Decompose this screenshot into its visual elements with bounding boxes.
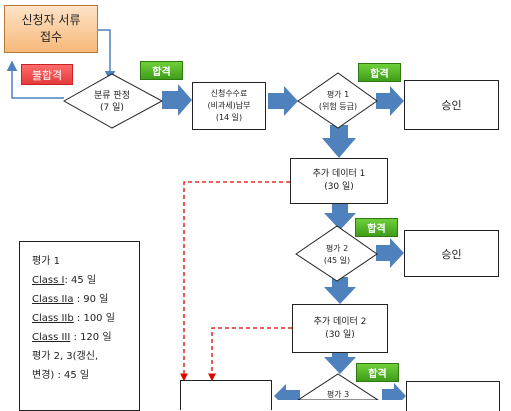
eval3-diamond (297, 373, 379, 400)
legend-class-label: Class IIb (32, 313, 74, 324)
eval1-line1: 평가 1 (326, 90, 350, 99)
fee-line1: 신청수수료 (210, 89, 248, 98)
legend-class-label: Class III (32, 332, 71, 343)
applicant-line2: 접수 (39, 30, 63, 44)
block-arrow-eval2-to-extra2 (324, 277, 356, 304)
applicant-submission-box: 신청자 서류 접수 (4, 5, 98, 53)
reject-badge: 불합격 (21, 64, 73, 85)
extra2-line1: 추가 데이터 2 (313, 316, 367, 327)
eval1-diamond (297, 72, 378, 129)
evaluation-period-legend: 평가 1 Class I: 45 일 Class IIa : 90 일 Clas… (19, 241, 140, 411)
block-arrow-fee-to-eval1 (268, 86, 298, 116)
legend-row-class-i: Class I: 45 일 (32, 271, 127, 290)
eval1-text: 평가 1 (위험 등급) (305, 89, 371, 113)
bottom-left-box-edge (180, 380, 272, 410)
extra1-line2: (30 일) (324, 182, 354, 192)
legend-row-class-iib: Class IIb : 100 일 (32, 309, 127, 328)
legend-class-days: : 100 일 (73, 313, 115, 324)
extra-data-2-box: 추가 데이터 2 (30 일) (292, 304, 388, 353)
eval3-line1: 평가 3 (326, 390, 350, 399)
applicant-to-classification-line (98, 29, 116, 82)
eval1-line2: (위험 등급) (318, 102, 358, 111)
pass-label: 합격 (367, 224, 386, 235)
classification-diamond (62, 73, 164, 129)
legend-class-label: Class IIa (32, 294, 74, 305)
pass-label: 합격 (152, 67, 171, 78)
legend-class-days: : 90 일 (73, 294, 109, 305)
eval3-text: 평가 3 (310, 389, 366, 401)
block-arrow-eval1-to-extra1 (322, 125, 356, 158)
legend-title: 평가 1 (32, 256, 60, 267)
extra2-red-dashed-line (208, 327, 292, 382)
eval2-line2: (45 일) (323, 256, 351, 265)
eval2-diamond (295, 225, 378, 282)
legend-row-class-iia: Class IIa : 90 일 (32, 290, 127, 309)
approve-label: 승인 (441, 99, 462, 112)
eval2-line1: 평가 2 (325, 244, 349, 253)
legend-class-days: : 120 일 (70, 332, 112, 343)
legend-line6: 평가 2, 3(갱신, (32, 351, 99, 362)
legend-class-days: : 45 일 (64, 275, 97, 286)
block-arrow-eval3-right (382, 383, 406, 400)
block-arrow-classification-to-fee (162, 84, 192, 116)
fee-payment-box: 신청수수료 (비과세)납부 (14 일) (192, 82, 266, 130)
reject-label: 불합격 (31, 68, 63, 82)
legend-row-class-iii: Class III : 120 일 (32, 328, 127, 347)
block-arrow-eval1-to-approve (376, 86, 404, 116)
block-arrow-eval2-to-approve (376, 238, 404, 268)
classification-line1: 분류 판정 (94, 91, 130, 101)
classification-line2: (7 일) (100, 103, 124, 113)
approve-box-1: 승인 (404, 80, 499, 130)
extra2-line2: (30 일) (325, 329, 355, 340)
pass-badge-classification: 합격 (140, 61, 183, 80)
fee-line3: (14 일) (215, 113, 243, 122)
pass-label: 합격 (370, 69, 389, 80)
fee-line2: (비과세)납부 (207, 101, 251, 110)
bottom-right-box-edge (406, 381, 500, 411)
approve-label: 승인 (441, 247, 462, 261)
applicant-line1: 신청자 서류 (21, 13, 81, 27)
approve-box-2: 승인 (404, 230, 499, 277)
pass-badge-eval3: 합격 (356, 363, 399, 382)
extra-data-1-box: 추가 데이터 1 (30 일) (290, 158, 388, 204)
classification-text: 분류 판정 (7 일) (80, 90, 144, 114)
legend-line7: 변경) : 45 일 (32, 370, 90, 381)
eval2-text: 평가 2 (45 일) (306, 243, 368, 267)
extra1-line1: 추가 데이터 1 (312, 169, 366, 179)
extra1-red-dashed-line (180, 181, 290, 382)
block-arrow-eval3-left (274, 384, 300, 400)
classification-reject-loop-line (6, 60, 64, 99)
block-arrow-extra1-to-eval2 (324, 204, 356, 230)
legend-class-label: Class I (32, 275, 65, 286)
pass-label: 합격 (368, 369, 387, 380)
pass-badge-eval2: 합격 (355, 218, 398, 237)
pass-badge-eval1: 합격 (358, 63, 401, 82)
